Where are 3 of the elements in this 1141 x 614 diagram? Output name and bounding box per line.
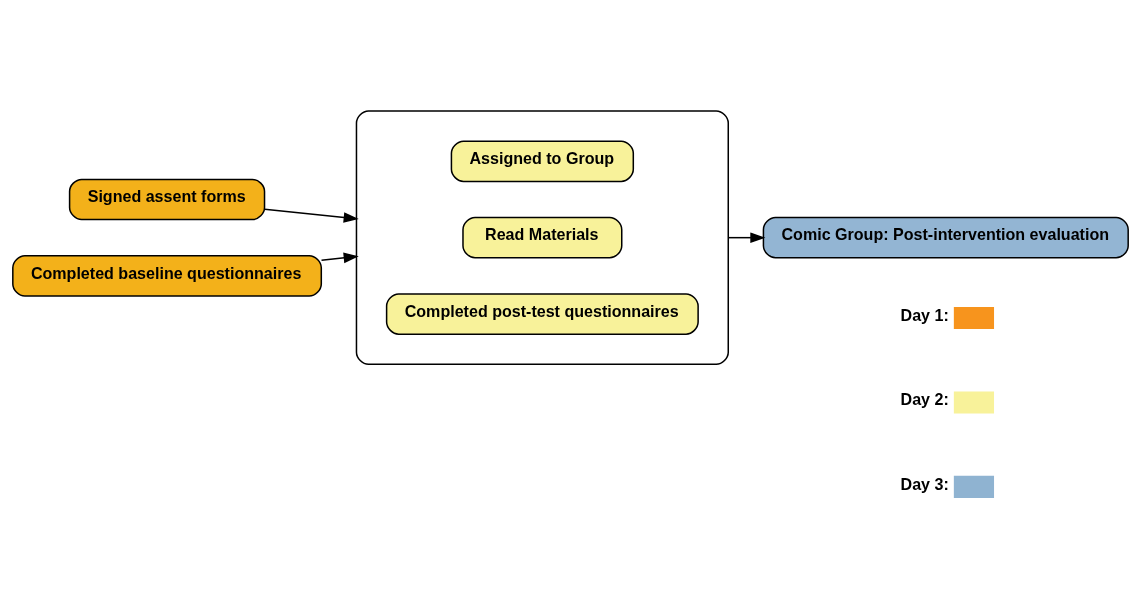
legend-label: Day 1: [900,305,949,324]
legend-label: Day 3: [900,474,949,493]
legend-label: Day 2: [900,390,949,409]
